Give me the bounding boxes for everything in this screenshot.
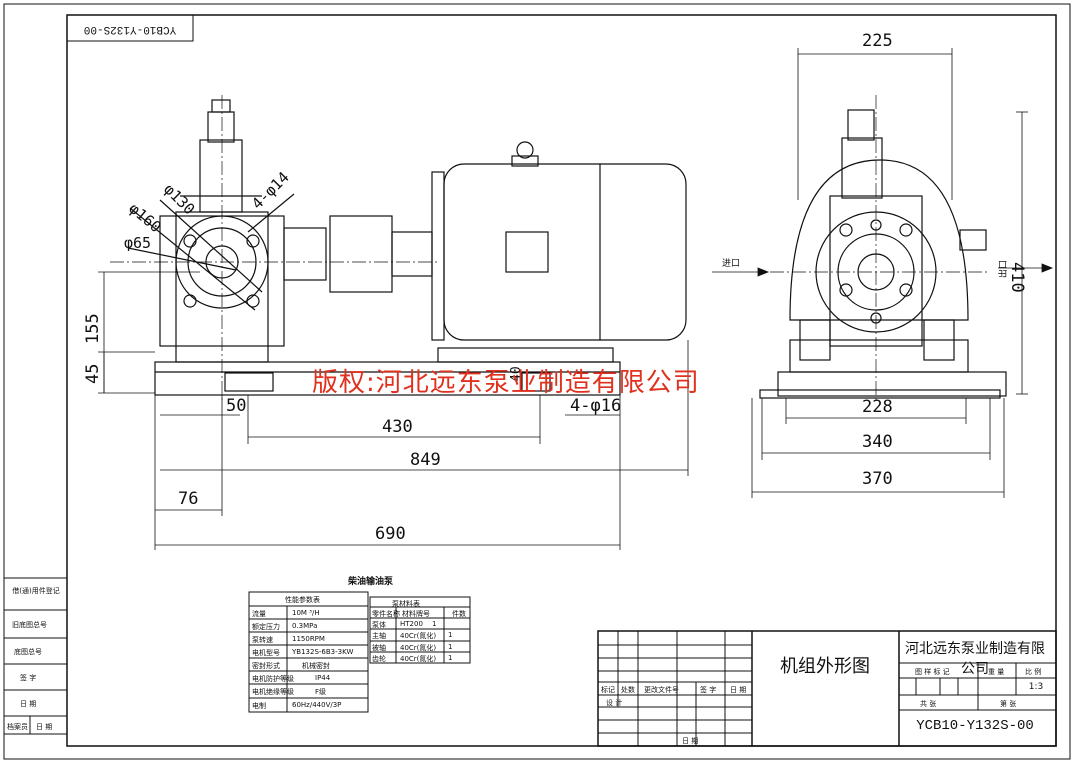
mat-title: 泵材料表 [392, 600, 420, 608]
margin-row-1: 借(通)用件登记 [12, 587, 60, 595]
mat-r2-0: 被轴 [372, 644, 386, 652]
mat-h-2: 件数 [452, 610, 466, 618]
tb-header-mark: 图 样 标 记 [915, 668, 950, 676]
perf-row-3-k: 电机型号 [252, 649, 280, 657]
tb-rev-mark: 标记 [601, 686, 615, 694]
mat-h-1: 材料牌号 [402, 610, 430, 618]
tb-sheet-num: 第 张 [1000, 700, 1017, 708]
margin-row-2: 旧底图总号 [12, 621, 47, 629]
side-dimensions [712, 48, 1054, 498]
tb-header-scale: 比 例 [1025, 668, 1042, 676]
perf-row-5-k: 电机防护等级 [252, 675, 294, 683]
code-box-top [66, 14, 194, 42]
tb-sheet-total: 共 张 [920, 700, 937, 708]
tb-design: 设 计 [606, 699, 623, 707]
mat-r0-0: 泵体 [372, 621, 386, 629]
mat-r1-1: 40Cr(氮化) [400, 632, 437, 640]
watermark: 版权:河北远东泵业制造有限公司 [312, 368, 700, 398]
left-margin-table [4, 577, 67, 735]
perf-row-0-v: 10M ³/H [292, 609, 320, 617]
mat-r0-2: 1 [432, 620, 437, 628]
perf-row-1-v: 0.3MPa [292, 622, 318, 630]
front-view [110, 95, 687, 400]
mat-r2-1: 40Cr(氮化) [400, 644, 437, 652]
perf-row-0-k: 流量 [252, 610, 266, 618]
perf-row-5-v: IP44 [315, 674, 331, 682]
margin-date: 日 期 [36, 723, 53, 731]
tb-rev-date: 日 期 [730, 686, 747, 694]
perf-row-7-v: 60Hz/440V/3P [292, 701, 342, 709]
margin-archivist: 档案员 [7, 723, 28, 731]
title-block-grid [597, 630, 1057, 747]
outer-border [3, 3, 1071, 760]
tb-header-weight: 重 量 [988, 668, 1005, 676]
tb-rev-sign: 签 字 [700, 686, 717, 694]
pump-name: 柴油输油泵 [348, 577, 394, 587]
mat-r0-1: HT200 [400, 620, 423, 628]
company-name: 河北远东泵业制造有限公司 [905, 641, 1045, 677]
mat-r2-2: 1 [448, 643, 453, 651]
drawing-code: YCB10-Y132S-00 [916, 718, 1034, 734]
tb-rev-doc: 更改文件号 [644, 686, 679, 694]
mat-h-0: 零件名称 [372, 610, 400, 618]
perf-row-6-k: 电机绝缘等级 [252, 688, 294, 696]
margin-row-3: 底图总号 [14, 648, 42, 656]
tb-date: 日 期 [682, 737, 699, 745]
perf-row-2-k: 泵转速 [252, 636, 273, 644]
perf-row-6-v: F级 [315, 688, 327, 696]
perf-row-1-k: 额定压力 [252, 623, 280, 631]
mat-r3-0: 齿轮 [372, 655, 386, 663]
drawing-code-top: YCB10-Y132S-00 [83, 23, 177, 35]
front-dimensions [98, 271, 689, 550]
margin-row-4: 签 字 [20, 674, 37, 682]
perf-row-2-v: 1150RPM [292, 635, 325, 643]
perf-title: 性能参数表 [285, 596, 320, 604]
material-table-grid [369, 596, 471, 664]
perf-row-4-v: 机械密封 [302, 662, 330, 670]
performance-table-grid [248, 591, 369, 713]
mat-r3-1: 40Cr(氮化) [400, 655, 437, 663]
drawing-title: 机组外形图 [780, 656, 870, 677]
margin-row-5: 日 期 [20, 700, 37, 708]
mat-r3-2: 1 [448, 654, 453, 662]
mat-r1-0: 主轴 [372, 632, 386, 640]
mat-r1-2: 1 [448, 631, 453, 639]
side-view [759, 95, 1007, 400]
perf-row-4-k: 密封形式 [252, 662, 280, 670]
perf-row-3-v: YB132S-6B3-3KW [292, 648, 354, 656]
drawing-scale: 1:3 [1028, 682, 1044, 692]
tb-rev-count: 处数 [621, 686, 635, 694]
inner-border [66, 14, 1057, 747]
perf-row-7-k: 电制 [252, 702, 266, 710]
